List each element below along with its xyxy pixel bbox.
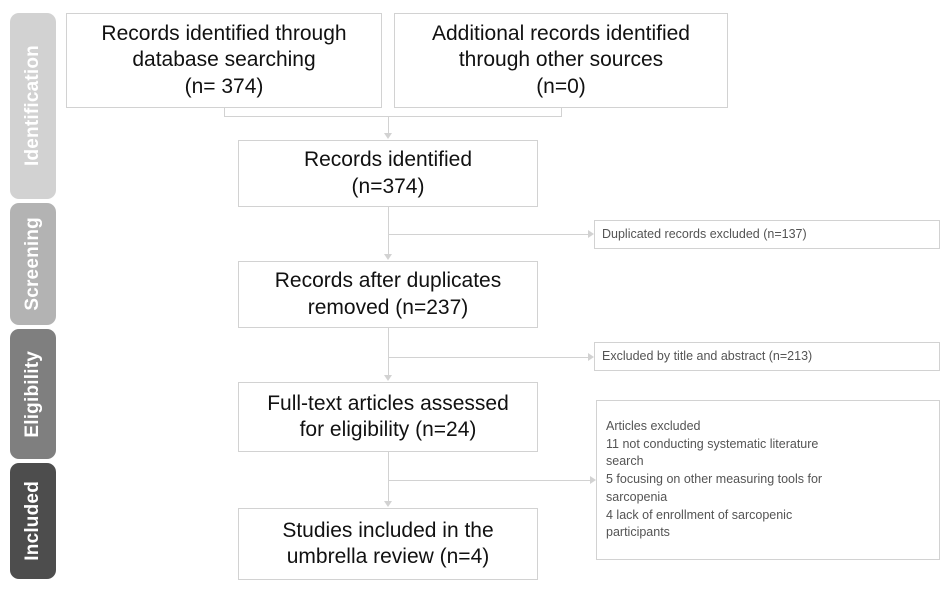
box-records-identified: Records identified (n=374) xyxy=(238,140,538,207)
arrow-right-to-articles-excluded xyxy=(590,476,596,484)
arrow-down-to-records-identified xyxy=(384,133,392,139)
box-records-identified-database-text: Records identified through database sear… xyxy=(101,22,347,98)
arrow-down-to-full-text xyxy=(384,375,392,381)
connector-merge-down xyxy=(388,116,389,134)
box-records-after-duplicates-removed: Records after duplicates removed (n=237) xyxy=(238,261,538,328)
box-additional-records-other-sources: Additional records identified through ot… xyxy=(394,13,728,108)
stage-label-eligibility: Eligibility xyxy=(22,350,43,438)
connector-fulltext-to-included xyxy=(388,452,389,502)
connector-duplicates-to-fulltext xyxy=(388,328,389,376)
connector-db-search-down xyxy=(224,108,225,116)
box-full-text-articles-assessed: Full-text articles assessed for eligibil… xyxy=(238,382,538,452)
stage-label-included: Included xyxy=(22,481,43,561)
stage-label-identification: Identification xyxy=(22,45,43,167)
stage-label-screening: Screening xyxy=(22,217,43,311)
stage-tab-eligibility: Eligibility xyxy=(10,329,56,459)
box-duplicated-records-excluded: Duplicated records excluded (n=137) xyxy=(594,220,940,249)
box-excluded-by-title-and-abstract: Excluded by title and abstract (n=213) xyxy=(594,342,940,371)
box-articles-excluded: Articles excluded 11 not conducting syst… xyxy=(596,400,940,560)
box-additional-records-other-sources-text: Additional records identified through ot… xyxy=(432,22,690,98)
connector-branch-title-abstract-excluded xyxy=(388,357,588,358)
connector-other-sources-down xyxy=(561,108,562,116)
connector-branch-articles-excluded xyxy=(388,480,590,481)
box-duplicated-records-excluded-text: Duplicated records excluded (n=137) xyxy=(602,227,807,242)
arrow-down-to-after-duplicates xyxy=(384,254,392,260)
connector-identified-to-duplicates xyxy=(388,207,389,255)
box-full-text-articles-assessed-text: Full-text articles assessed for eligibil… xyxy=(267,391,509,441)
stage-tab-screening: Screening xyxy=(10,203,56,325)
arrow-down-to-studies-included xyxy=(384,501,392,507)
box-studies-included-text: Studies included in the umbrella review … xyxy=(282,518,494,568)
box-articles-excluded-text: Articles excluded 11 not conducting syst… xyxy=(606,418,823,540)
stage-tab-identification: Identification xyxy=(10,13,56,199)
connector-merge-bar xyxy=(224,116,562,117)
arrow-right-to-title-abstract-excluded xyxy=(588,353,594,361)
box-studies-included: Studies included in the umbrella review … xyxy=(238,508,538,580)
stage-tab-included: Included xyxy=(10,463,56,579)
box-records-after-duplicates-removed-text: Records after duplicates removed (n=237) xyxy=(274,269,502,319)
box-records-identified-database: Records identified through database sear… xyxy=(66,13,382,108)
connector-branch-duplicates-excluded xyxy=(388,234,588,235)
arrow-right-to-duplicates-excluded xyxy=(588,230,594,238)
box-records-identified-text: Records identified (n=374) xyxy=(303,148,473,198)
box-excluded-by-title-and-abstract-text: Excluded by title and abstract (n=213) xyxy=(602,349,813,364)
